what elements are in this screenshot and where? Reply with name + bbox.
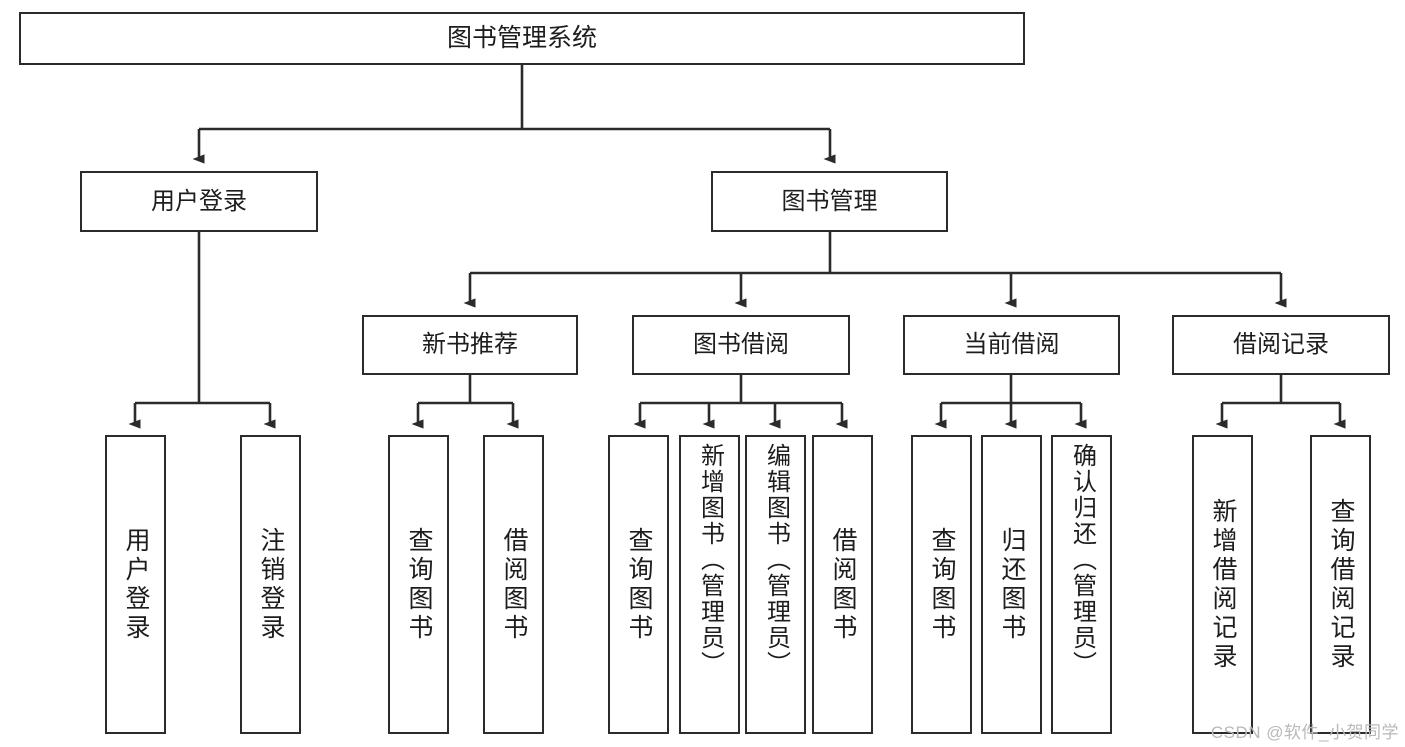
watermark-text: CSDN @软件_小贺同学 xyxy=(1210,723,1399,742)
node-label: 借阅图书 xyxy=(500,526,528,643)
node-book-management[interactable]: 图书管理 xyxy=(711,171,948,232)
leaf-edit-book-admin[interactable]: 编辑图书（管理员） xyxy=(745,435,806,734)
node-label: 用户登录 xyxy=(151,187,247,215)
node-label: 借阅图书 xyxy=(829,526,857,643)
leaf-borrow-book-borrowing[interactable]: 借阅图书 xyxy=(812,435,873,734)
leaf-add-book-admin[interactable]: 新增图书（管理员） xyxy=(679,435,740,734)
node-new-book-recommendation[interactable]: 新书推荐 xyxy=(362,315,578,375)
node-label: 新增借阅记录 xyxy=(1209,497,1237,672)
node-label: 查询图书 xyxy=(928,526,956,643)
node-user-login[interactable]: 用户登录 xyxy=(80,171,318,232)
node-label: 新增图书（管理员） xyxy=(696,443,724,677)
node-borrowing-record[interactable]: 借阅记录 xyxy=(1172,315,1390,375)
node-label: 图书管理 xyxy=(781,187,878,215)
node-label: 编辑图书（管理员） xyxy=(762,443,790,677)
leaf-user-login[interactable]: 用户登录 xyxy=(105,435,166,734)
node-label: 查询图书 xyxy=(625,526,653,643)
leaf-confirm-return-admin[interactable]: 确认归还（管理员） xyxy=(1051,435,1112,734)
leaf-borrow-book-new-rec[interactable]: 借阅图书 xyxy=(483,435,544,734)
leaf-query-book-new-rec[interactable]: 查询图书 xyxy=(388,435,449,734)
leaf-return-book[interactable]: 归还图书 xyxy=(981,435,1042,734)
node-label: 注销登录 xyxy=(257,526,285,643)
node-label: 当前借阅 xyxy=(963,331,1060,359)
leaf-query-book-current[interactable]: 查询图书 xyxy=(911,435,972,734)
node-label: 新书推荐 xyxy=(422,331,518,359)
node-label: 用户登录 xyxy=(122,526,150,643)
node-label: 确认归还（管理员） xyxy=(1068,443,1096,677)
node-label: 归还图书 xyxy=(998,526,1026,643)
node-label: 图书借阅 xyxy=(693,331,789,359)
node-label: 图书管理系统 xyxy=(446,24,597,53)
node-label: 借阅记录 xyxy=(1233,331,1329,359)
node-current-borrowing[interactable]: 当前借阅 xyxy=(903,315,1120,375)
leaf-query-book-borrowing[interactable]: 查询图书 xyxy=(608,435,669,734)
node-book-borrowing[interactable]: 图书借阅 xyxy=(632,315,850,375)
leaf-logout[interactable]: 注销登录 xyxy=(240,435,301,734)
node-root-book-management-system[interactable]: 图书管理系统 xyxy=(19,12,1025,65)
leaf-add-borrow-record[interactable]: 新增借阅记录 xyxy=(1192,435,1253,734)
node-label: 查询图书 xyxy=(405,526,433,643)
leaf-query-borrow-record[interactable]: 查询借阅记录 xyxy=(1310,435,1371,734)
node-label: 查询借阅记录 xyxy=(1327,497,1355,672)
